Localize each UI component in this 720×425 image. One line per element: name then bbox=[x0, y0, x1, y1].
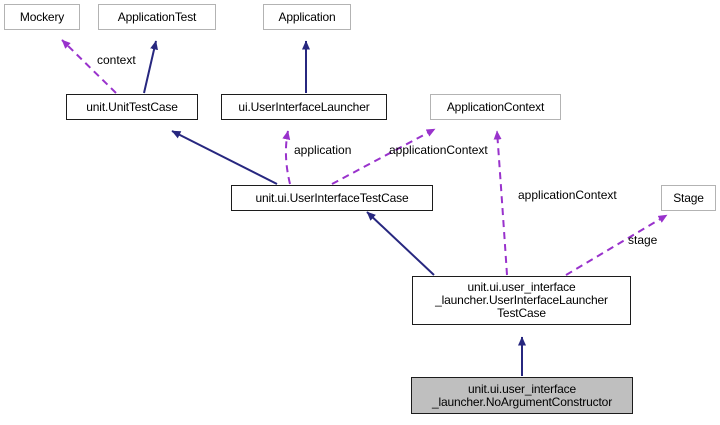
class-node-label: ui.UserInterfaceLauncher bbox=[238, 99, 370, 114]
edge-uitestcase-uilauncher bbox=[282, 130, 291, 185]
edge-label-stage: stage bbox=[628, 233, 658, 247]
edge-launchertestcase-applicationcontext bbox=[493, 130, 508, 276]
class-node-application-test[interactable]: ApplicationTest bbox=[98, 4, 216, 30]
edge-unittestcase-mockery bbox=[61, 39, 117, 94]
edge-unittestcase-applicationtest bbox=[143, 40, 158, 94]
edge-label-application-context-upper: applicationContext bbox=[389, 143, 488, 157]
class-node-label: Mockery bbox=[19, 9, 65, 24]
edge-label-application: application bbox=[294, 143, 352, 157]
class-node-label: unit.ui.UserInterfaceTestCase bbox=[255, 190, 409, 205]
class-node-ui-userinterfacelauncher[interactable]: ui.UserInterfaceLauncher bbox=[221, 94, 387, 120]
class-node-label: ApplicationTest bbox=[117, 9, 197, 24]
edge-uitestcase-applicationcontext bbox=[331, 128, 436, 185]
class-node-application-context[interactable]: ApplicationContext bbox=[430, 94, 561, 120]
class-node-unit-unittestcase[interactable]: unit.UnitTestCase bbox=[66, 94, 198, 120]
edge-launchertestcase-uitestcase bbox=[366, 211, 435, 276]
class-node-label: Application bbox=[278, 9, 336, 24]
class-node-unit-ui-userinterfacetestcase[interactable]: unit.ui.UserInterfaceTestCase bbox=[231, 185, 433, 211]
edge-label-context: context bbox=[97, 53, 136, 67]
class-node-label: ApplicationContext bbox=[446, 99, 545, 114]
class-node-label: unit.UnitTestCase bbox=[86, 99, 178, 114]
class-node-userinterfacelaunchertestcase[interactable]: unit.ui.user_interface _launcher.UserInt… bbox=[412, 276, 631, 325]
edge-uitestcase-unittestcase bbox=[171, 130, 278, 185]
class-node-label: unit.ui.user_interface _launcher.UserInt… bbox=[435, 280, 608, 320]
class-node-label: unit.ui.user_interface _launcher.NoArgum… bbox=[431, 381, 613, 409]
edge-launchertestcase-stage bbox=[565, 214, 668, 276]
class-node-stage[interactable]: Stage bbox=[661, 185, 716, 211]
edge-label-application-context-lower: applicationContext bbox=[518, 188, 617, 202]
class-node-noargumentconstructor[interactable]: unit.ui.user_interface _launcher.NoArgum… bbox=[411, 377, 633, 414]
class-node-application[interactable]: Application bbox=[263, 4, 351, 30]
class-node-label: Stage bbox=[673, 190, 704, 205]
class-node-mockery[interactable]: Mockery bbox=[4, 4, 80, 30]
